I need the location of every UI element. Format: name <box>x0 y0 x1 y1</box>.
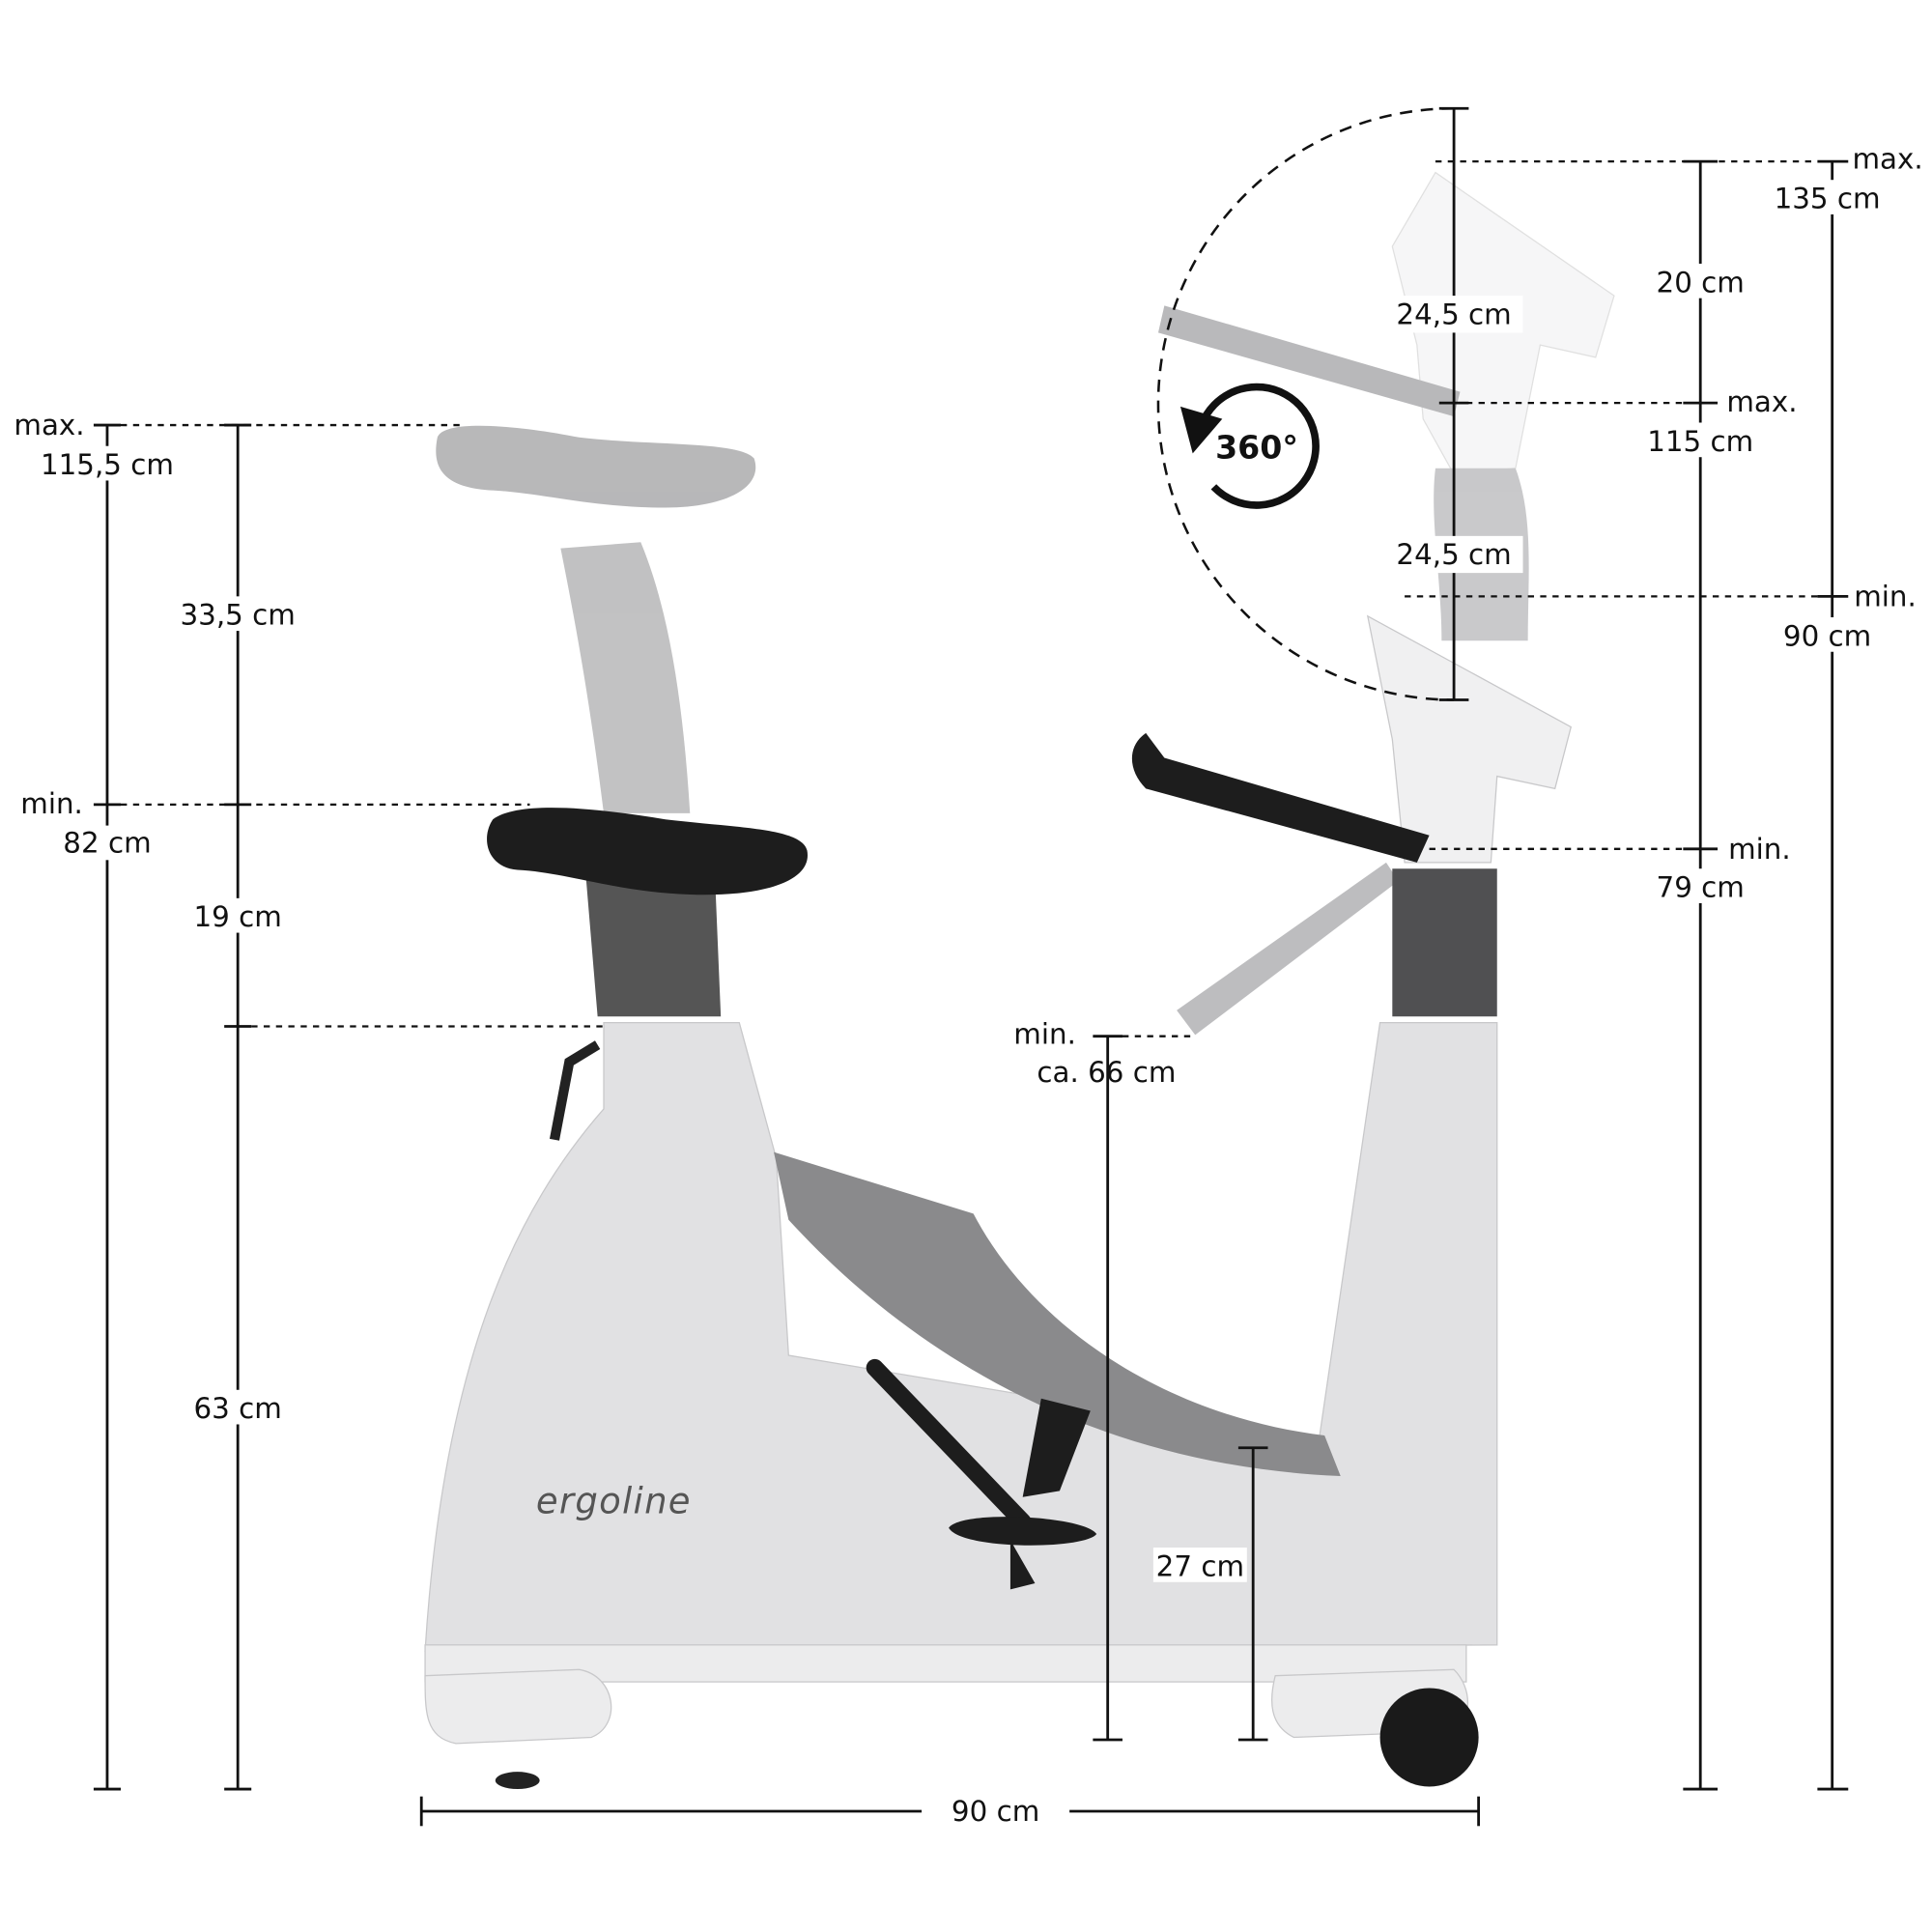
seat-max-ghost <box>436 425 756 813</box>
bar-max-value: 115 cm <box>1647 425 1753 458</box>
bar-min-value: 79 cm <box>1657 871 1745 904</box>
total-length: 90 cm <box>952 1795 1039 1828</box>
dimension-labels: max. 115,5 cm 33,5 cm min. 82 cm 19 cm 6… <box>14 143 1922 1828</box>
total-max-label: max. <box>1852 143 1922 176</box>
bar-range: 20 cm <box>1657 266 1745 298</box>
rotation-label: 360° <box>1215 428 1298 466</box>
total-max-value: 135 cm <box>1775 183 1881 215</box>
rotation-radius-bottom: 24,5 cm <box>1396 538 1511 571</box>
pedal <box>949 1398 1097 1590</box>
transport-wheel <box>1379 1688 1479 1787</box>
handlebar-min-ghost <box>1177 862 1399 1036</box>
bar-min-label: min. <box>1728 833 1791 866</box>
brand-logo: ergoline <box>536 1480 692 1521</box>
frame-body <box>424 1022 1498 1652</box>
step-height: 27 cm <box>1156 1549 1244 1582</box>
frame-height: 63 cm <box>194 1392 282 1425</box>
handlebar-min-value: ca. 66 cm <box>1037 1056 1176 1089</box>
seat-max-value: 115,5 cm <box>41 448 174 481</box>
seat-min-value: 82 cm <box>63 827 151 860</box>
rotation-radius-top: 24,5 cm <box>1396 298 1511 330</box>
handlebar <box>1131 732 1430 863</box>
front-foot <box>424 1668 612 1745</box>
total-min-label: min. <box>1854 581 1917 613</box>
handlebar-min-label: min. <box>1013 1017 1076 1050</box>
seat-adjust-range: 33,5 cm <box>181 599 296 632</box>
crank-arm <box>866 1358 1032 1531</box>
rotation-arc <box>1156 106 1455 701</box>
rotation-360-icon: 360° <box>1179 383 1320 509</box>
ergometer-illustration: ergoline <box>424 171 1615 1790</box>
bar-max-label: max. <box>1726 385 1797 418</box>
seat-post-height: 19 cm <box>194 900 282 933</box>
handlebar-column-bellows <box>1392 868 1497 1017</box>
total-min-value: 90 cm <box>1783 619 1871 652</box>
seat-min-label: min. <box>20 787 83 820</box>
frame-swoop <box>774 1151 1341 1477</box>
seat-max-label: max. <box>14 409 84 441</box>
leveling-foot <box>495 1772 540 1790</box>
seat-lever <box>549 1040 601 1141</box>
seat-post-bellows <box>584 868 722 1017</box>
seat <box>487 808 808 895</box>
console <box>1366 614 1573 864</box>
